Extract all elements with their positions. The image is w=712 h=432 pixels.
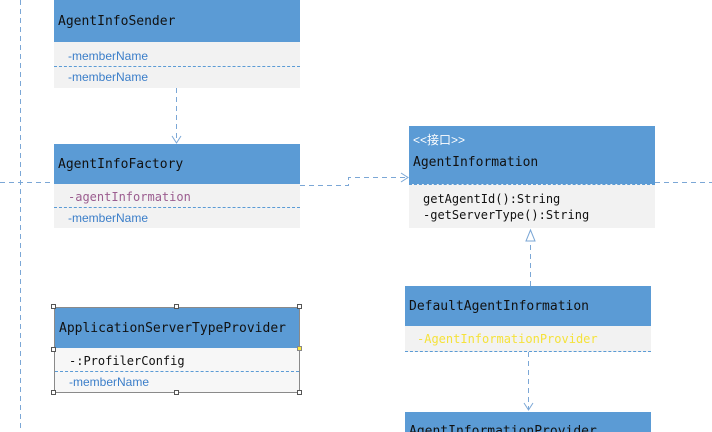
member-field: -memberName	[54, 66, 300, 86]
class-header: AgentInfoSender	[54, 0, 300, 42]
class-name: AgentInfoFactory	[58, 156, 184, 172]
member-field: -AgentInformationProvider	[417, 332, 598, 346]
resize-handle-bottom-left[interactable]	[51, 390, 56, 395]
interface-name: AgentInformation	[413, 155, 539, 170]
class-body: -memberName -memberName	[54, 42, 300, 88]
class-name: DefaultAgentInformation	[409, 298, 590, 314]
resize-handle-middle-left[interactable]	[51, 347, 56, 352]
member-field: -memberName	[54, 207, 300, 227]
class-name: AgentInfoSender	[58, 13, 176, 29]
class-name: AgentInformationProvider	[409, 424, 597, 432]
resize-handle-top-middle[interactable]	[174, 304, 179, 309]
method-entry: getAgentId():String	[423, 192, 561, 206]
class-body: -agentInformation -memberName	[54, 184, 300, 228]
interface-agent-information[interactable]: <<接口>> AgentInformation getAgentId():Str…	[409, 126, 655, 228]
class-default-agent-information[interactable]: DefaultAgentInformation -AgentInformatio…	[405, 286, 651, 352]
stereotype-label: <<接口>>	[413, 133, 466, 147]
member-field: -:ProfilerConfig	[69, 354, 185, 368]
interface-body: getAgentId():String -getServerType():Str…	[409, 184, 655, 228]
class-application-server-type-provider[interactable]: ApplicationServerTypeProvider -:Profiler…	[54, 307, 300, 393]
class-header: AgentInformationProvider	[405, 412, 651, 432]
class-body: -AgentInformationProvider	[405, 326, 651, 352]
class-body: -:ProfilerConfig -memberName	[55, 348, 299, 392]
resize-handle-bottom-middle[interactable]	[174, 390, 179, 395]
realization-triangle	[525, 228, 536, 242]
class-agent-information-provider[interactable]: AgentInformationProvider	[405, 412, 651, 432]
class-agent-info-sender[interactable]: AgentInfoSender -memberName -memberName	[54, 0, 300, 88]
interface-header: <<接口>> AgentInformation	[409, 126, 655, 184]
class-header: ApplicationServerTypeProvider	[55, 308, 299, 348]
resize-handle-bottom-right[interactable]	[297, 390, 302, 395]
arrow-factory-to-interface	[300, 177, 408, 186]
class-header: AgentInfoFactory	[54, 144, 300, 184]
member-field: -memberName	[55, 371, 299, 391]
arrowhead-factory-to-interface	[400, 172, 409, 183]
class-agent-info-factory[interactable]: AgentInfoFactory -agentInformation -memb…	[54, 144, 300, 228]
method-entry: -getServerType():String	[423, 208, 590, 222]
class-name: ApplicationServerTypeProvider	[59, 320, 286, 336]
arrowhead-default-to-provider	[523, 402, 534, 411]
member-field: -memberName	[68, 49, 149, 63]
resize-handle-top-right[interactable]	[297, 304, 302, 309]
resize-handle-top-left[interactable]	[51, 304, 56, 309]
class-header: DefaultAgentInformation	[405, 286, 651, 326]
resize-handle-middle-right[interactable]	[297, 346, 302, 351]
member-field: -agentInformation	[68, 190, 191, 204]
arrowhead-sender-to-factory	[171, 135, 182, 144]
